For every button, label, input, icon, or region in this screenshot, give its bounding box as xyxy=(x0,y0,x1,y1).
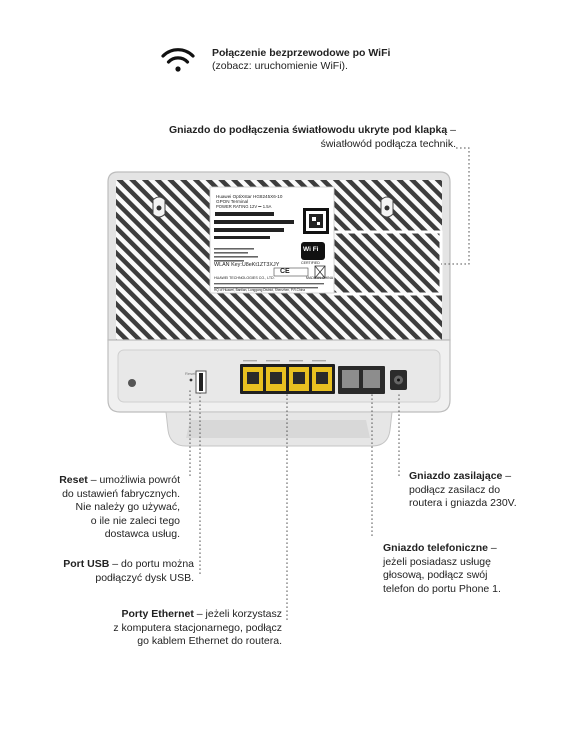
phone-callout-line: telefon do portu Phone 1. xyxy=(383,582,501,595)
reset-callout-title: Reset xyxy=(59,474,88,486)
sticker-wlan-key: WLAN Key:U8eKt1ZT3XJY xyxy=(214,262,280,268)
fiber-callout-title: Gniazdo do podłączenia światłowodu ukryt… xyxy=(168,124,448,136)
usb-callout: Port USB – do portu można podłączyć dysk… xyxy=(63,558,194,585)
ethernet-callout-line: z komputera stacjonarnego, podłącz xyxy=(113,621,282,634)
phone-callout-title: Gniazdo telefoniczne xyxy=(383,542,489,554)
ethernet-callout-line: – jeżeli korzystasz xyxy=(193,608,282,620)
phone-callout-line: – xyxy=(488,542,497,554)
sticker-origin: MADE IN CHINA xyxy=(306,276,334,280)
sticker-maker: HUAWEI TECHNOLOGIES CO., LTD. xyxy=(214,276,275,280)
sticker-address: HQ of Huawei, Bantian, Longgang District… xyxy=(214,288,306,292)
reset-callout-line: – umożliwia powrót xyxy=(87,474,180,486)
power-callout-line: routera i gniazda 230V. xyxy=(409,497,517,509)
reset-callout-line: dostawca usług. xyxy=(104,528,180,540)
power-callout: Gniazdo zasilające – podłącz zasilacz do… xyxy=(409,470,517,511)
router-body xyxy=(107,171,451,447)
wifi-title: Połączenie bezprzewodowe po WiFi xyxy=(212,47,391,59)
reset-callout-line: Nie należy go używać, xyxy=(75,501,180,513)
fiber-callout-text: światłowód podłącza technik. xyxy=(320,137,456,150)
reset-callout: Reset – umożliwia powrót do ustawień fab… xyxy=(59,474,180,542)
wifi-certified-logo: Wi Fi xyxy=(303,246,319,253)
power-callout-line: podłącz zasilacz do xyxy=(409,483,501,496)
wifi-certified-sub: CERTIFIED xyxy=(301,261,320,265)
phone-callout: Gniazdo telefoniczne – jeżeli posiadasz … xyxy=(383,542,501,596)
fiber-callout: Gniazdo do podłączenia światłowodu ukryt… xyxy=(169,124,456,151)
sticker-line3: POWER RATING 12V ⎓ 1.5A xyxy=(216,204,272,209)
phone-callout-line: głosową, podłącz swój xyxy=(383,569,488,581)
power-callout-line: – xyxy=(502,470,512,482)
usb-callout-line: podłączyć dysk USB. xyxy=(95,571,194,584)
wifi-subtitle: (zobacz: uruchomienie WiFi). xyxy=(212,60,348,72)
sticker-ce-mark: CE xyxy=(280,268,290,275)
reset-callout-line: do ustawień fabrycznych. xyxy=(62,487,180,500)
leader-lines xyxy=(189,147,470,620)
fiber-callout-dash: – xyxy=(447,124,456,136)
ethernet-callout-line: go kablem Ethernet do routera. xyxy=(137,635,282,647)
sticker-brand: Huawei OptiXstar HG8245X6-10 xyxy=(216,194,283,199)
ethernet-callout: Porty Ethernet – jeżeli korzystasz z kom… xyxy=(113,608,282,649)
ethernet-callout-title: Porty Ethernet xyxy=(121,608,194,620)
wifi-caption: Połączenie bezprzewodowe po WiFi (zobacz… xyxy=(212,47,390,73)
usb-callout-title: Port USB xyxy=(63,558,110,570)
reset-mark: Reset xyxy=(185,371,196,376)
sticker-line2: GPON Terminal xyxy=(216,199,249,204)
wifi-icon xyxy=(161,48,195,72)
usb-callout-line: – do portu można xyxy=(109,558,194,570)
power-callout-title: Gniazdo zasilające xyxy=(409,470,503,482)
reset-callout-line: o ile nie zaleci tego xyxy=(90,514,180,527)
phone-callout-line: jeżeli posiadasz usługę xyxy=(383,555,491,568)
